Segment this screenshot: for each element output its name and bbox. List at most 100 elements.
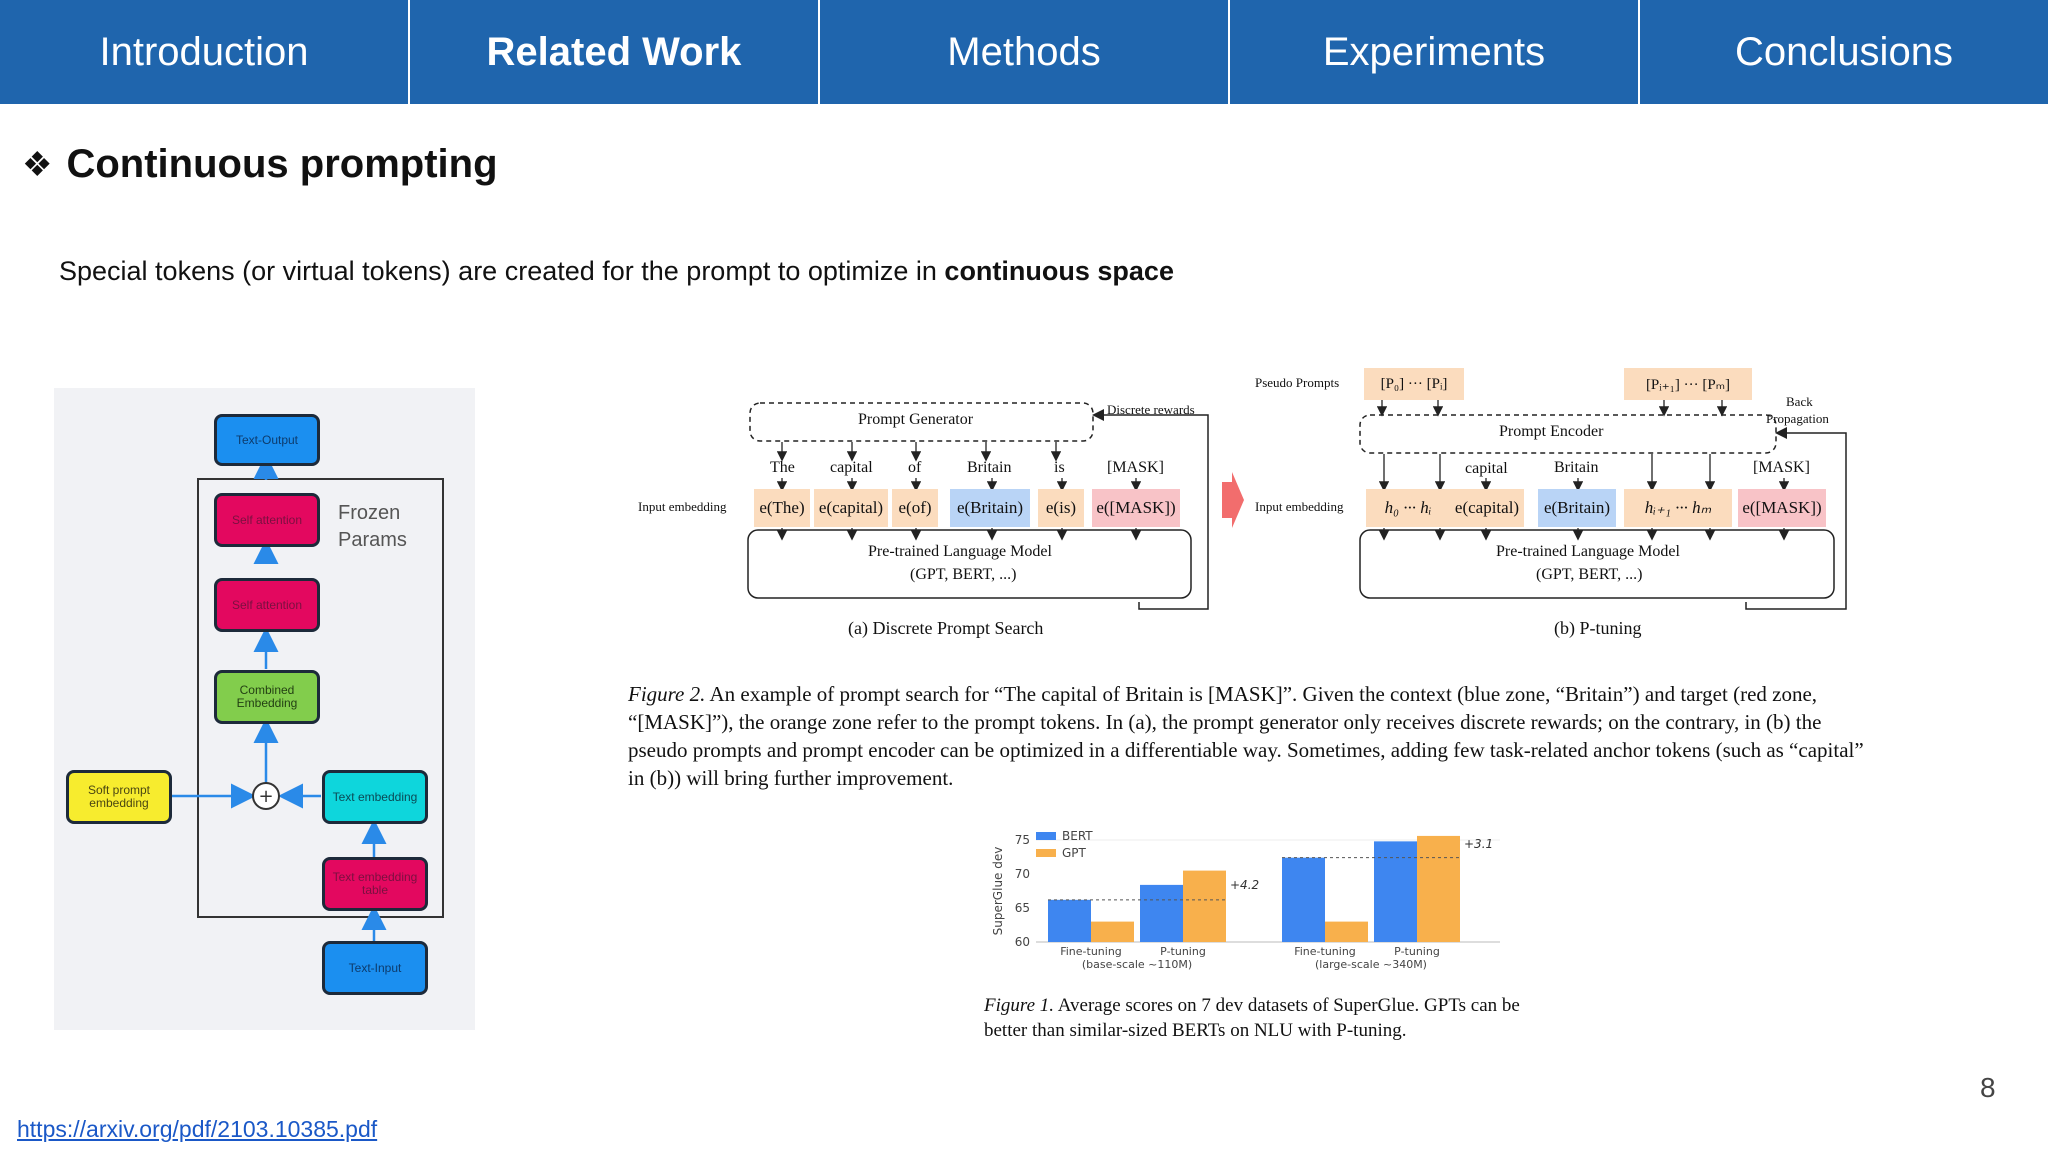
self-attention-bottom-block: Self attention bbox=[214, 578, 320, 632]
word-is: is bbox=[1054, 459, 1065, 476]
text-embedding-block: Text embedding bbox=[322, 770, 428, 824]
x-tick-label: P-tuning bbox=[1394, 945, 1440, 958]
pseudo-prompts-right: [Pᵢ₊₁] ··· [Pₘ] bbox=[1624, 368, 1752, 400]
input-embedding-label-a: Input embedding bbox=[638, 499, 727, 514]
y-tick-label: 65 bbox=[1015, 901, 1030, 915]
word-capital-b: capital bbox=[1465, 460, 1508, 477]
svg-text:+: + bbox=[258, 786, 273, 807]
y-tick-label: 60 bbox=[1015, 935, 1030, 949]
text-output-block: Text-Output bbox=[214, 414, 320, 466]
source-link[interactable]: https://arxiv.org/pdf/2103.10385.pdf bbox=[17, 1116, 378, 1142]
y-tick-label: 75 bbox=[1015, 833, 1030, 847]
slide-heading: ❖ Continuous prompting bbox=[22, 142, 498, 187]
input-embedding-label-b: Input embedding bbox=[1255, 499, 1344, 514]
plm-line1-a: Pre-trained Language Model bbox=[868, 543, 1052, 560]
text-input-block: Text-Input bbox=[322, 941, 428, 995]
bar-gpt bbox=[1183, 870, 1226, 942]
legend-swatch-bert bbox=[1036, 832, 1056, 840]
token-e-of: e(of) bbox=[892, 489, 938, 527]
legend-label-gpt: GPT bbox=[1062, 846, 1087, 860]
bar-bert bbox=[1374, 841, 1417, 942]
bar-gpt bbox=[1325, 921, 1368, 942]
word-mask: [MASK] bbox=[1107, 459, 1164, 476]
caption-a: (a) Discrete Prompt Search bbox=[848, 618, 1044, 638]
tab-related-work[interactable]: Related Work bbox=[410, 0, 818, 104]
pseudo-prompts-label: Pseudo Prompts bbox=[1255, 375, 1340, 390]
text-embedding-table-block: Text embedding table bbox=[322, 857, 428, 911]
word-britain-b: Britain bbox=[1554, 459, 1599, 476]
back-label-line1: Back bbox=[1786, 394, 1813, 409]
frozen-line2: Params bbox=[338, 529, 407, 551]
x-group-label: (large-scale ~340M) bbox=[1315, 958, 1427, 971]
token-e-is: e(is) bbox=[1038, 489, 1084, 527]
figure-2-caption-label: Figure 2. bbox=[628, 682, 706, 706]
arch-connectors: + bbox=[171, 454, 444, 941]
tab-conclusions[interactable]: Conclusions bbox=[1640, 0, 2048, 104]
transition-arrow-icon bbox=[1222, 472, 1244, 528]
figure-1-caption-label: Figure 1. bbox=[984, 995, 1055, 1016]
tab-introduction[interactable]: Introduction bbox=[0, 0, 408, 104]
figure-2-caption-text: An example of prompt search for “The cap… bbox=[628, 682, 1864, 790]
legend-label-bert: BERT bbox=[1062, 829, 1093, 843]
plm-line2-a: (GPT, BERT, ...) bbox=[910, 566, 1017, 583]
token-e-capital: e(capital) bbox=[814, 489, 888, 527]
annotation-base-gain: +4.2 bbox=[1230, 878, 1259, 892]
self-attention-top-block: Self attention bbox=[214, 493, 320, 547]
y-tick-label: 70 bbox=[1015, 867, 1030, 881]
figure-1-caption-text: Average scores on 7 dev datasets of Supe… bbox=[984, 995, 1520, 1041]
x-group-label: (base-scale ~110M) bbox=[1082, 958, 1192, 971]
bar-bert bbox=[1282, 857, 1325, 942]
figure-2-caption: Figure 2. An example of prompt search fo… bbox=[628, 680, 1868, 792]
caption-b: (b) P-tuning bbox=[1554, 618, 1642, 638]
x-tick-label: Fine-tuning bbox=[1294, 945, 1356, 958]
bar-gpt bbox=[1417, 835, 1460, 942]
word-mask-b: [MASK] bbox=[1753, 459, 1810, 476]
frozen-line1: Frozen bbox=[338, 502, 401, 524]
token-e-capital-b: e(capital) bbox=[1450, 489, 1524, 527]
frozen-params-label: Frozen Params bbox=[338, 500, 407, 554]
plm-line2-b: (GPT, BERT, ...) bbox=[1536, 566, 1643, 583]
prompt-encoder-label: Prompt Encoder bbox=[1499, 423, 1604, 440]
tab-methods[interactable]: Methods bbox=[820, 0, 1228, 104]
token-e-mask: e([MASK]) bbox=[1092, 489, 1180, 527]
token-e-mask-b: e([MASK]) bbox=[1738, 489, 1826, 527]
combined-embedding-block: Combined Embedding bbox=[214, 670, 320, 724]
soft-prompt-architecture-diagram: + Text-Output Self attention Self attent… bbox=[54, 388, 475, 1030]
word-the: The bbox=[770, 459, 795, 476]
discrete-rewards-label: Discrete rewards bbox=[1107, 402, 1195, 417]
x-tick-label: Fine-tuning bbox=[1060, 945, 1122, 958]
word-of: of bbox=[908, 459, 922, 476]
word-capital: capital bbox=[830, 459, 873, 476]
bar-gpt bbox=[1091, 921, 1134, 942]
annotation-large-gain: +3.1 bbox=[1464, 837, 1493, 851]
pseudo-prompts-left: [P₀] ··· [Pᵢ] bbox=[1364, 368, 1464, 400]
section-nav: Introduction Related Work Methods Experi… bbox=[0, 0, 2048, 104]
bar-bert bbox=[1048, 899, 1091, 942]
subtitle-text: Special tokens (or virtual tokens) are c… bbox=[59, 256, 945, 286]
plus-icon bbox=[252, 782, 280, 810]
word-britain: Britain bbox=[967, 459, 1012, 476]
page-number: 8 bbox=[1980, 1072, 1996, 1103]
back-label-line2: Propagation bbox=[1766, 411, 1829, 426]
y-axis-label: SuperGlue dev bbox=[991, 847, 1005, 936]
token-e-britain-b: e(Britain) bbox=[1538, 489, 1616, 527]
token-e-britain: e(Britain) bbox=[950, 489, 1030, 527]
bar-bert bbox=[1140, 884, 1183, 942]
tab-experiments[interactable]: Experiments bbox=[1230, 0, 1638, 104]
token-h0-hi: h₀ ··· hᵢ bbox=[1366, 489, 1450, 527]
token-e-the: e(The) bbox=[754, 489, 810, 527]
subtitle-bold: continuous space bbox=[944, 256, 1174, 286]
plm-line1-b: Pre-trained Language Model bbox=[1496, 543, 1680, 560]
fig2-connectors bbox=[747, 398, 1847, 610]
figure-1-caption: Figure 1. Average scores on 7 dev datase… bbox=[984, 993, 1544, 1043]
soft-prompt-embedding-block: Soft prompt embedding bbox=[66, 770, 172, 824]
legend-swatch-gpt bbox=[1036, 849, 1056, 857]
x-tick-label: P-tuning bbox=[1160, 945, 1206, 958]
slide-title: Continuous prompting bbox=[66, 142, 498, 186]
prompt-generator-label: Prompt Generator bbox=[858, 411, 974, 428]
figure-2-prompt-search: Prompt Generator Discrete rewards The ca… bbox=[620, 360, 1860, 660]
diamond-bullet-icon: ❖ bbox=[22, 145, 53, 184]
slide-subtitle: Special tokens (or virtual tokens) are c… bbox=[59, 256, 1174, 287]
